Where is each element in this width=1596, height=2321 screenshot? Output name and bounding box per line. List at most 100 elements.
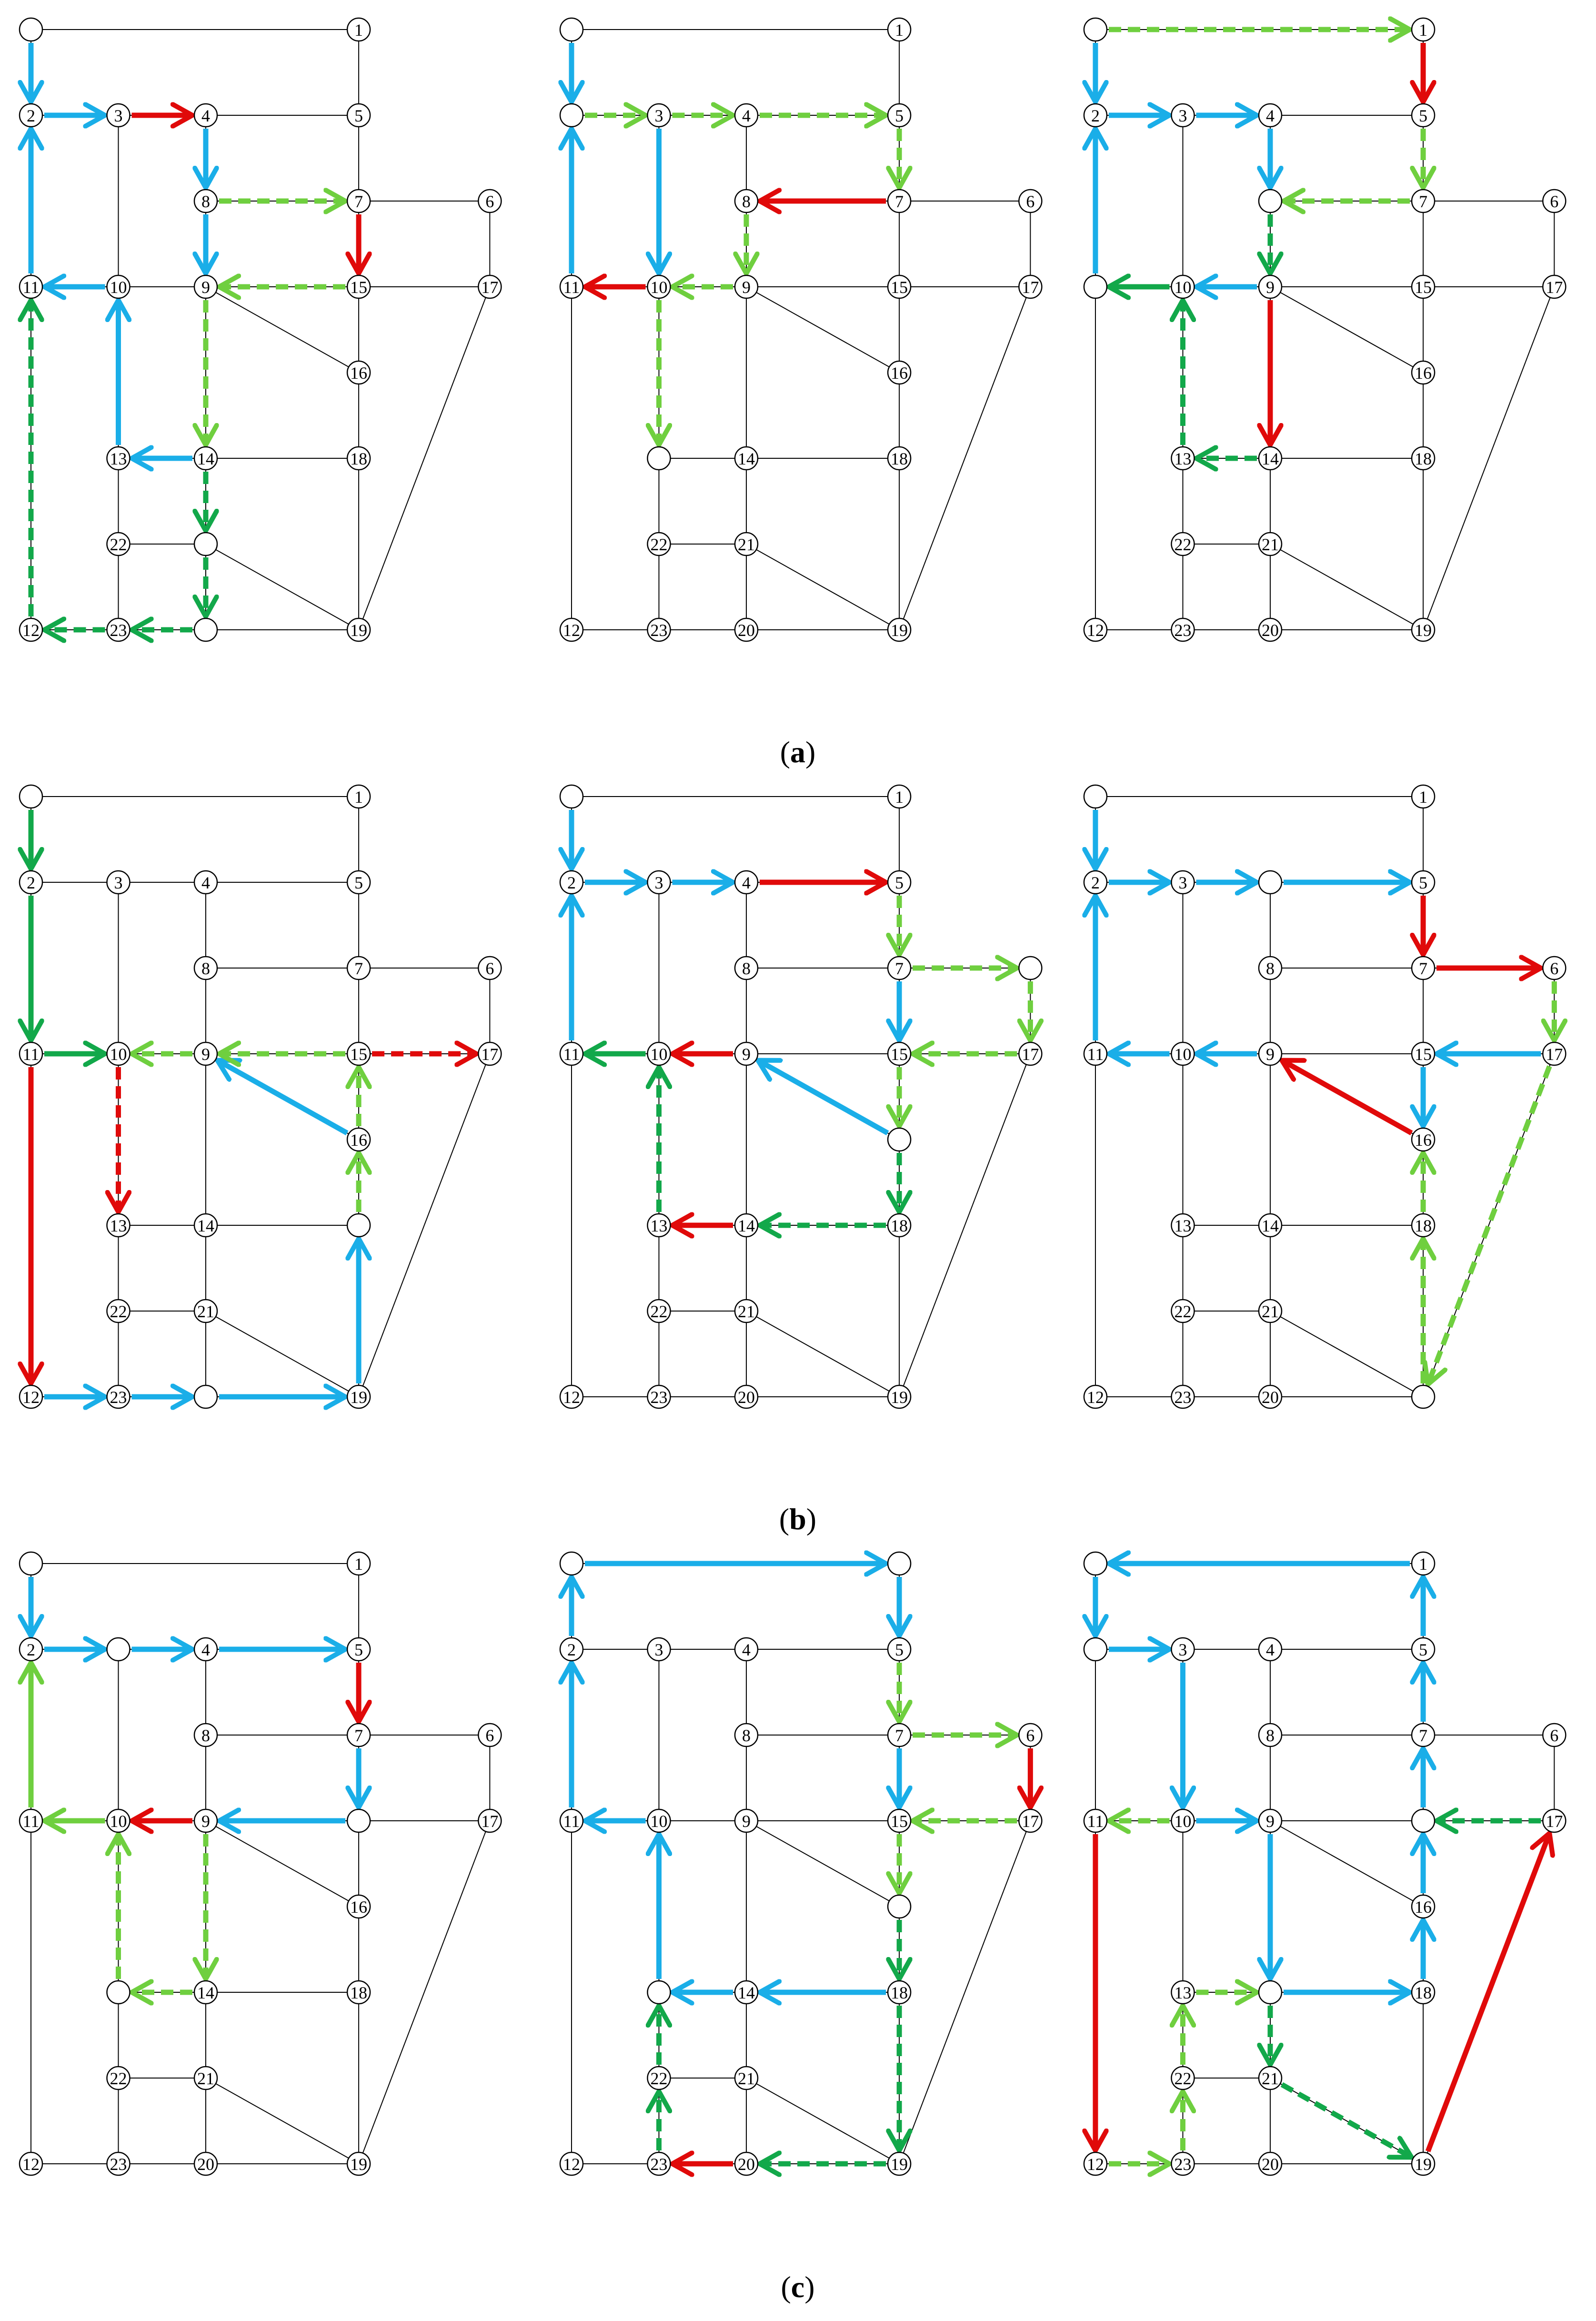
graph-edge bbox=[899, 286, 1031, 630]
node-label: 22 bbox=[110, 1302, 127, 1321]
graph-node: 20 bbox=[734, 617, 759, 642]
node-label: 10 bbox=[651, 1812, 668, 1831]
node-circle bbox=[1083, 2151, 1108, 2176]
graph-node: 13 bbox=[1171, 1980, 1195, 2005]
graph-node: 22 bbox=[647, 2066, 671, 2090]
node-circle bbox=[647, 1637, 671, 1662]
graph-edge bbox=[899, 1820, 1031, 2164]
node-label: 15 bbox=[1415, 1045, 1432, 1064]
caption-open: ( bbox=[780, 735, 790, 769]
node-circle bbox=[19, 784, 43, 809]
node-label: 18 bbox=[1415, 1216, 1432, 1235]
graph-edge bbox=[746, 1820, 900, 1907]
node-label: 0 bbox=[1091, 20, 1100, 40]
caption-open: ( bbox=[779, 1502, 789, 1536]
node-circle bbox=[559, 870, 584, 895]
node-label: 21 bbox=[197, 1302, 214, 1321]
node-label: 3 bbox=[655, 873, 663, 892]
node-circle bbox=[1411, 360, 1435, 385]
graph-node: 2 bbox=[19, 1637, 43, 1662]
node-circle bbox=[1171, 870, 1195, 895]
node-circle bbox=[106, 1980, 130, 2005]
node-circle bbox=[1542, 956, 1566, 980]
node-circle bbox=[106, 2151, 130, 2176]
node-label: 12 bbox=[1087, 2155, 1104, 2174]
node-circle bbox=[1411, 1041, 1435, 1066]
node-label: 2 bbox=[27, 1640, 35, 1659]
graph-edge bbox=[899, 1053, 1031, 1397]
node-circle bbox=[647, 1041, 671, 1066]
node-circle bbox=[734, 1980, 759, 2005]
node-label: 6 bbox=[485, 959, 494, 978]
node-circle bbox=[1083, 784, 1108, 809]
node-label: 5 bbox=[354, 1640, 363, 1659]
node-circle bbox=[887, 360, 912, 385]
node-label: 0 bbox=[567, 1554, 576, 1574]
node-label: 1 bbox=[1419, 787, 1427, 807]
node-label: 10 bbox=[1174, 1812, 1192, 1831]
node-circle bbox=[106, 1299, 130, 1323]
graph-node: 18 bbox=[887, 446, 912, 471]
node-circle bbox=[1171, 274, 1195, 299]
node-label: 20 bbox=[738, 621, 755, 640]
graph-node: 2 bbox=[559, 103, 584, 128]
node-circle bbox=[19, 870, 43, 895]
graph-node: 1 bbox=[346, 1551, 371, 1576]
node-label: 22 bbox=[651, 2069, 668, 2088]
graph-node: 21 bbox=[193, 532, 218, 556]
node-circle bbox=[887, 446, 912, 471]
node-label: 8 bbox=[201, 1726, 210, 1745]
node-label: 4 bbox=[201, 1640, 210, 1659]
graph-node: 3 bbox=[106, 870, 130, 895]
node-circle bbox=[559, 274, 584, 299]
graph-node: 7 bbox=[1411, 189, 1435, 213]
graph-node: 20 bbox=[1258, 2151, 1283, 2176]
node-circle bbox=[1171, 1299, 1195, 1323]
node-label: 22 bbox=[651, 1302, 668, 1321]
graph-node: 8 bbox=[1258, 1723, 1283, 1747]
graph-node: 5 bbox=[1411, 870, 1435, 895]
graph-node: 16 bbox=[887, 1894, 912, 1919]
node-label: 2 bbox=[567, 106, 576, 125]
node-label: 7 bbox=[1419, 959, 1427, 978]
node-circle bbox=[1411, 617, 1435, 642]
graph-node: 22 bbox=[106, 1299, 130, 1323]
node-circle bbox=[559, 1041, 584, 1066]
node-circle bbox=[559, 17, 584, 42]
graph-node: 20 bbox=[1258, 1384, 1283, 1409]
node-label: 7 bbox=[895, 959, 903, 978]
node-circle bbox=[1018, 1808, 1043, 1833]
graph-node: 0 bbox=[1083, 17, 1108, 42]
node-circle bbox=[1171, 1637, 1195, 1662]
node-label: 13 bbox=[651, 1216, 668, 1235]
node-label: 5 bbox=[354, 106, 363, 125]
graph-node: 21 bbox=[1258, 1299, 1283, 1323]
node-circle bbox=[1258, 956, 1283, 980]
graph-node: 12 bbox=[1083, 1384, 1108, 1409]
node-circle bbox=[193, 274, 218, 299]
node-circle bbox=[887, 1213, 912, 1238]
node-label: 12 bbox=[563, 2155, 580, 2174]
node-circle bbox=[734, 1041, 759, 1066]
node-circle bbox=[346, 1551, 371, 1576]
graph-node: 0 bbox=[559, 784, 584, 809]
node-circle bbox=[1258, 274, 1283, 299]
node-label: 10 bbox=[1174, 1045, 1192, 1064]
node-circle bbox=[887, 784, 912, 809]
node-circle bbox=[734, 274, 759, 299]
node-circle bbox=[346, 1213, 371, 1238]
graph-node: 16 bbox=[1411, 1127, 1435, 1152]
node-label: 20 bbox=[197, 1388, 214, 1407]
graph-edge bbox=[358, 1820, 491, 2164]
node-label: 23 bbox=[110, 1388, 127, 1407]
node-circle bbox=[1171, 532, 1195, 556]
node-circle bbox=[106, 1808, 130, 1833]
graph-node: 17 bbox=[1018, 274, 1043, 299]
node-circle bbox=[734, 617, 759, 642]
node-label: 21 bbox=[197, 2069, 214, 2088]
graph-edge bbox=[358, 1053, 491, 1397]
node-circle bbox=[1171, 1808, 1195, 1833]
graph-node: 6 bbox=[1018, 956, 1043, 980]
node-label: 19 bbox=[1415, 621, 1432, 640]
node-circle bbox=[887, 1041, 912, 1066]
